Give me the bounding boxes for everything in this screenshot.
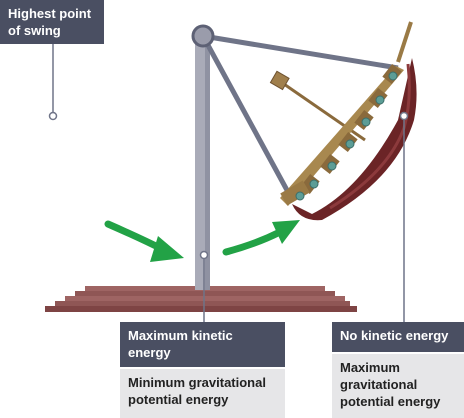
swing-arm-back — [202, 33, 399, 71]
highest-point-label: Highest point of swing — [0, 0, 104, 44]
swing-boat — [269, 21, 417, 221]
leader-lines — [48, 44, 409, 322]
motion-arrow-right — [222, 220, 300, 256]
swing-arm-front — [200, 34, 291, 194]
boat-hull — [292, 58, 417, 221]
no-kinetic-label: No kinetic energy — [332, 322, 464, 352]
riders — [295, 71, 398, 201]
min-gravitational-label: Minimum gravitational potential energy — [120, 369, 285, 418]
motion-arrow-left — [104, 220, 184, 262]
support-pole — [195, 38, 210, 290]
pivot — [191, 24, 215, 48]
max-kinetic-label: Maximum kinetic energy — [120, 322, 285, 367]
max-gravitational-label: Maximum gravitational potential energy — [332, 354, 464, 418]
